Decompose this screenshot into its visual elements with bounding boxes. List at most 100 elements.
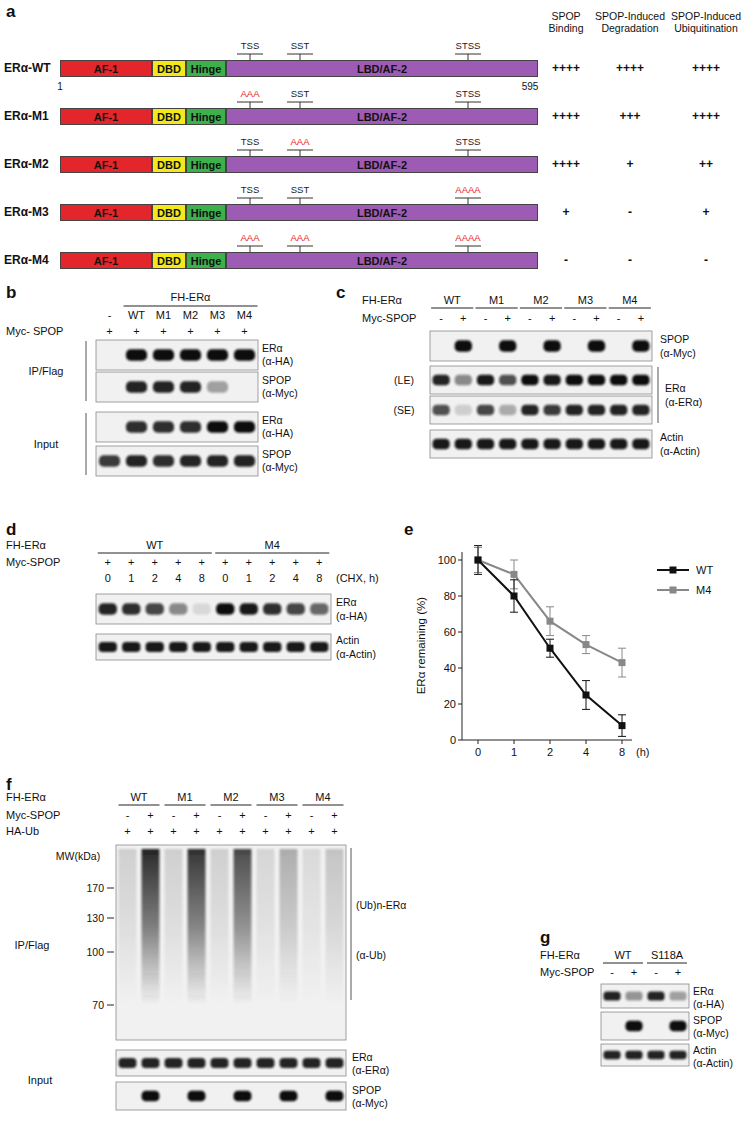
protein-band: [499, 405, 516, 416]
domain-box: AF-1: [60, 252, 152, 269]
panel-letter: d: [6, 520, 16, 540]
error-cap: [546, 639, 554, 640]
tick-label: 100: [438, 554, 456, 567]
protein-band: [455, 405, 472, 416]
time-point: 8: [199, 572, 205, 585]
panel-letter: c: [336, 283, 345, 303]
blot-membrane: [430, 396, 652, 424]
protein-band: [455, 375, 472, 386]
lane-label: M1: [177, 791, 192, 804]
lane-sign: +: [128, 556, 134, 569]
blot-membrane: [116, 845, 346, 1040]
protein-band: [287, 642, 305, 652]
protein-band: [153, 455, 174, 466]
construct-name: ERα-M2: [4, 158, 49, 172]
score-value: -: [564, 254, 568, 268]
protein-band: [603, 991, 620, 1000]
axis-tick: [586, 740, 587, 744]
protein-band: [188, 1091, 206, 1102]
lane-sign: +: [331, 825, 337, 838]
axis-tick: [550, 740, 551, 744]
western-blot: [430, 331, 652, 361]
lane-sign: +: [124, 825, 130, 838]
protein-band: [169, 642, 187, 652]
column-header: SPOP-Induced Ubiquitination: [669, 10, 743, 34]
protein-band: [625, 1021, 642, 1032]
site-label: SST: [291, 89, 309, 100]
domain-box: LBD/AF-2: [226, 156, 538, 173]
axis-tick: [622, 740, 623, 744]
domain-name: AF-1: [94, 111, 118, 123]
error-cap: [510, 560, 518, 561]
blot-label: ERα: [262, 342, 283, 354]
protein-band: [632, 375, 649, 386]
ubiquitin-smear: [119, 849, 137, 1005]
lane-sign: -: [264, 809, 268, 822]
site-label: STSS: [456, 137, 481, 148]
row-label: Myc- SPOP: [6, 325, 63, 338]
lane-sign: +: [193, 825, 199, 838]
construct-name: ERα-M1: [4, 110, 49, 124]
domain-name: DBD: [157, 111, 181, 123]
error-cap: [582, 709, 590, 710]
protein-band: [142, 1058, 160, 1068]
domain-box: DBD: [152, 108, 186, 125]
lane-sign: +: [187, 325, 193, 338]
group-line: [476, 308, 518, 309]
ubiquitin-smear: [303, 849, 321, 1005]
lane-sign: -: [572, 312, 576, 325]
domain-box: Hinge: [186, 156, 226, 173]
data-point: [619, 659, 626, 666]
lane-sign: +: [262, 825, 268, 838]
blot-label: (α-Actin): [693, 1057, 733, 1069]
domain-box: AF-1: [60, 204, 152, 221]
domain-box: Hinge: [186, 252, 226, 269]
domain-box: DBD: [152, 156, 186, 173]
legend-sample: [656, 563, 690, 577]
panel-letter: b: [6, 283, 16, 303]
lane-label: WT: [146, 539, 163, 552]
domain-name: DBD: [157, 159, 181, 171]
group-line: [609, 308, 651, 309]
protein-band: [126, 381, 147, 392]
lane-label: M4: [265, 539, 280, 552]
data-point: [475, 557, 482, 564]
protein-band: [153, 381, 174, 392]
lane-sign: -: [439, 312, 443, 325]
axis-title: ERα remaining (%): [415, 597, 428, 694]
lane-label: WT: [130, 791, 147, 804]
western-blot: [96, 412, 258, 442]
time-point: 4: [175, 572, 181, 585]
axis-tick: [458, 560, 462, 561]
ubiquitin-smear: [257, 849, 275, 1005]
row-label: HA-Ub: [6, 825, 39, 838]
lane-sign: -: [310, 809, 314, 822]
lane-label: M4: [622, 294, 637, 307]
marker-size: 70: [92, 999, 104, 1011]
group-line: [603, 963, 643, 964]
lane-label: WT: [128, 309, 145, 322]
western-blot: [96, 634, 331, 660]
protein-band: [477, 375, 494, 386]
site-label: AAA: [240, 233, 259, 244]
tick-label: 4: [583, 746, 589, 759]
protein-band: [455, 439, 472, 450]
group-line: [165, 805, 206, 806]
score-value: ++: [699, 158, 713, 172]
lane-sign: +: [239, 809, 245, 822]
protein-band: [588, 375, 605, 386]
lane-label: WT: [614, 949, 631, 962]
fraction-label: Input: [28, 1074, 52, 1087]
protein-band: [211, 1058, 229, 1068]
lane-label: S118A: [651, 949, 683, 962]
protein-band: [632, 439, 649, 450]
western-blot: [430, 366, 652, 394]
protein-band: [543, 439, 560, 450]
western-blot: [96, 594, 331, 624]
domain-name: LBD/AF-2: [357, 159, 407, 171]
legend-sample: [656, 583, 690, 597]
ubiquitin-smear: [142, 849, 160, 1005]
protein-band: [326, 1058, 344, 1068]
western-blot: [96, 446, 258, 476]
protein-band: [625, 991, 642, 1000]
